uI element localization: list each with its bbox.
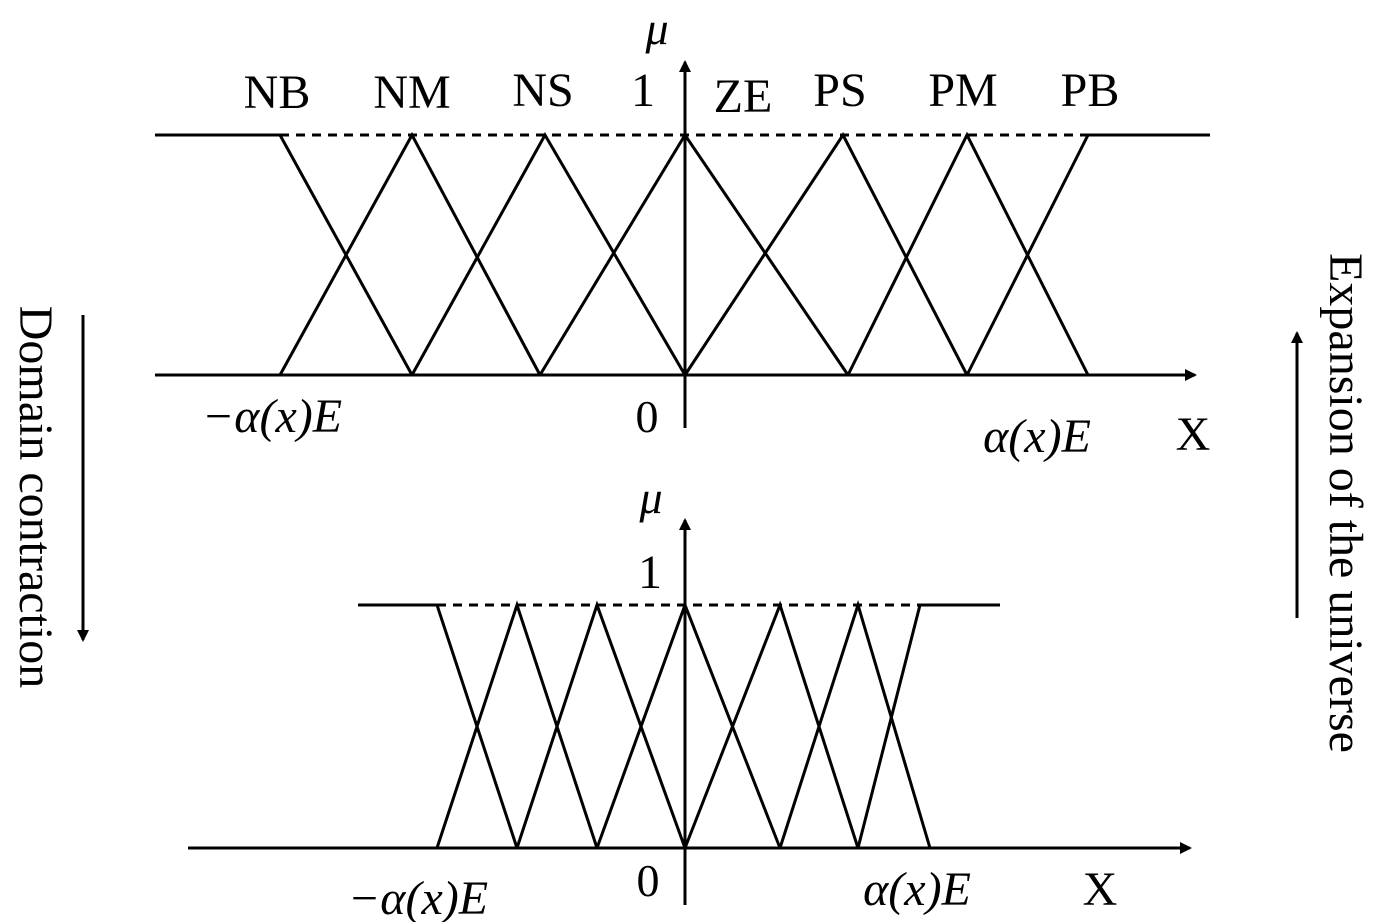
set-label-ps: PS — [813, 64, 866, 117]
domain-contraction-indicator: Domain contraction — [9, 306, 89, 689]
top-mu-label: μ — [644, 3, 668, 54]
bottom-origin-label: 0 — [637, 855, 660, 906]
universe-expansion-indicator: Expansion of the universe — [1291, 253, 1372, 753]
top-mf-ns — [410, 131, 687, 376]
top-x-label: X — [1176, 408, 1211, 461]
top-mf-pm — [846, 131, 1090, 376]
top-mf-pb — [965, 134, 1090, 376]
top-mf-nm — [278, 131, 542, 376]
top-mf-ze — [538, 132, 850, 376]
expansion-universe-label: Expansion of the universe — [1319, 253, 1372, 753]
bottom-mf-nm — [435, 600, 599, 849]
bottom-one-label: 1 — [638, 546, 662, 599]
top-panel: NB NM NS ZE PS PM PB μ 1 0 −α(x)E α(x)E … — [155, 3, 1210, 463]
top-origin-label: 0 — [636, 391, 659, 442]
set-label-nb: NB — [244, 66, 311, 119]
set-label-pb: PB — [1061, 64, 1120, 117]
bottom-right-bound-label: α(x)E — [863, 863, 971, 916]
bottom-mf-ze — [595, 600, 782, 849]
set-label-ns: NS — [512, 64, 573, 117]
top-mf-ps — [683, 132, 969, 376]
set-label-pm: PM — [928, 64, 997, 117]
bottom-x-label: X — [1083, 863, 1118, 916]
bottom-mf-ps — [683, 600, 860, 849]
bottom-left-bound-label: −α(x)E — [348, 872, 488, 922]
bottom-mu-label: μ — [638, 472, 662, 523]
top-left-bound-label: −α(x)E — [202, 390, 342, 443]
top-right-bound-label: α(x)E — [983, 410, 1091, 463]
top-one-label: 1 — [631, 64, 655, 117]
bottom-mf-ns — [515, 600, 687, 849]
bottom-mf-pm — [778, 599, 932, 849]
bottom-panel: μ 1 0 −α(x)E α(x)E X — [188, 472, 1192, 922]
bottom-mf-pb — [856, 604, 922, 849]
domain-contraction-label: Domain contraction — [9, 306, 62, 689]
set-label-nm: NM — [373, 66, 450, 119]
set-label-ze: ZE — [714, 70, 773, 123]
